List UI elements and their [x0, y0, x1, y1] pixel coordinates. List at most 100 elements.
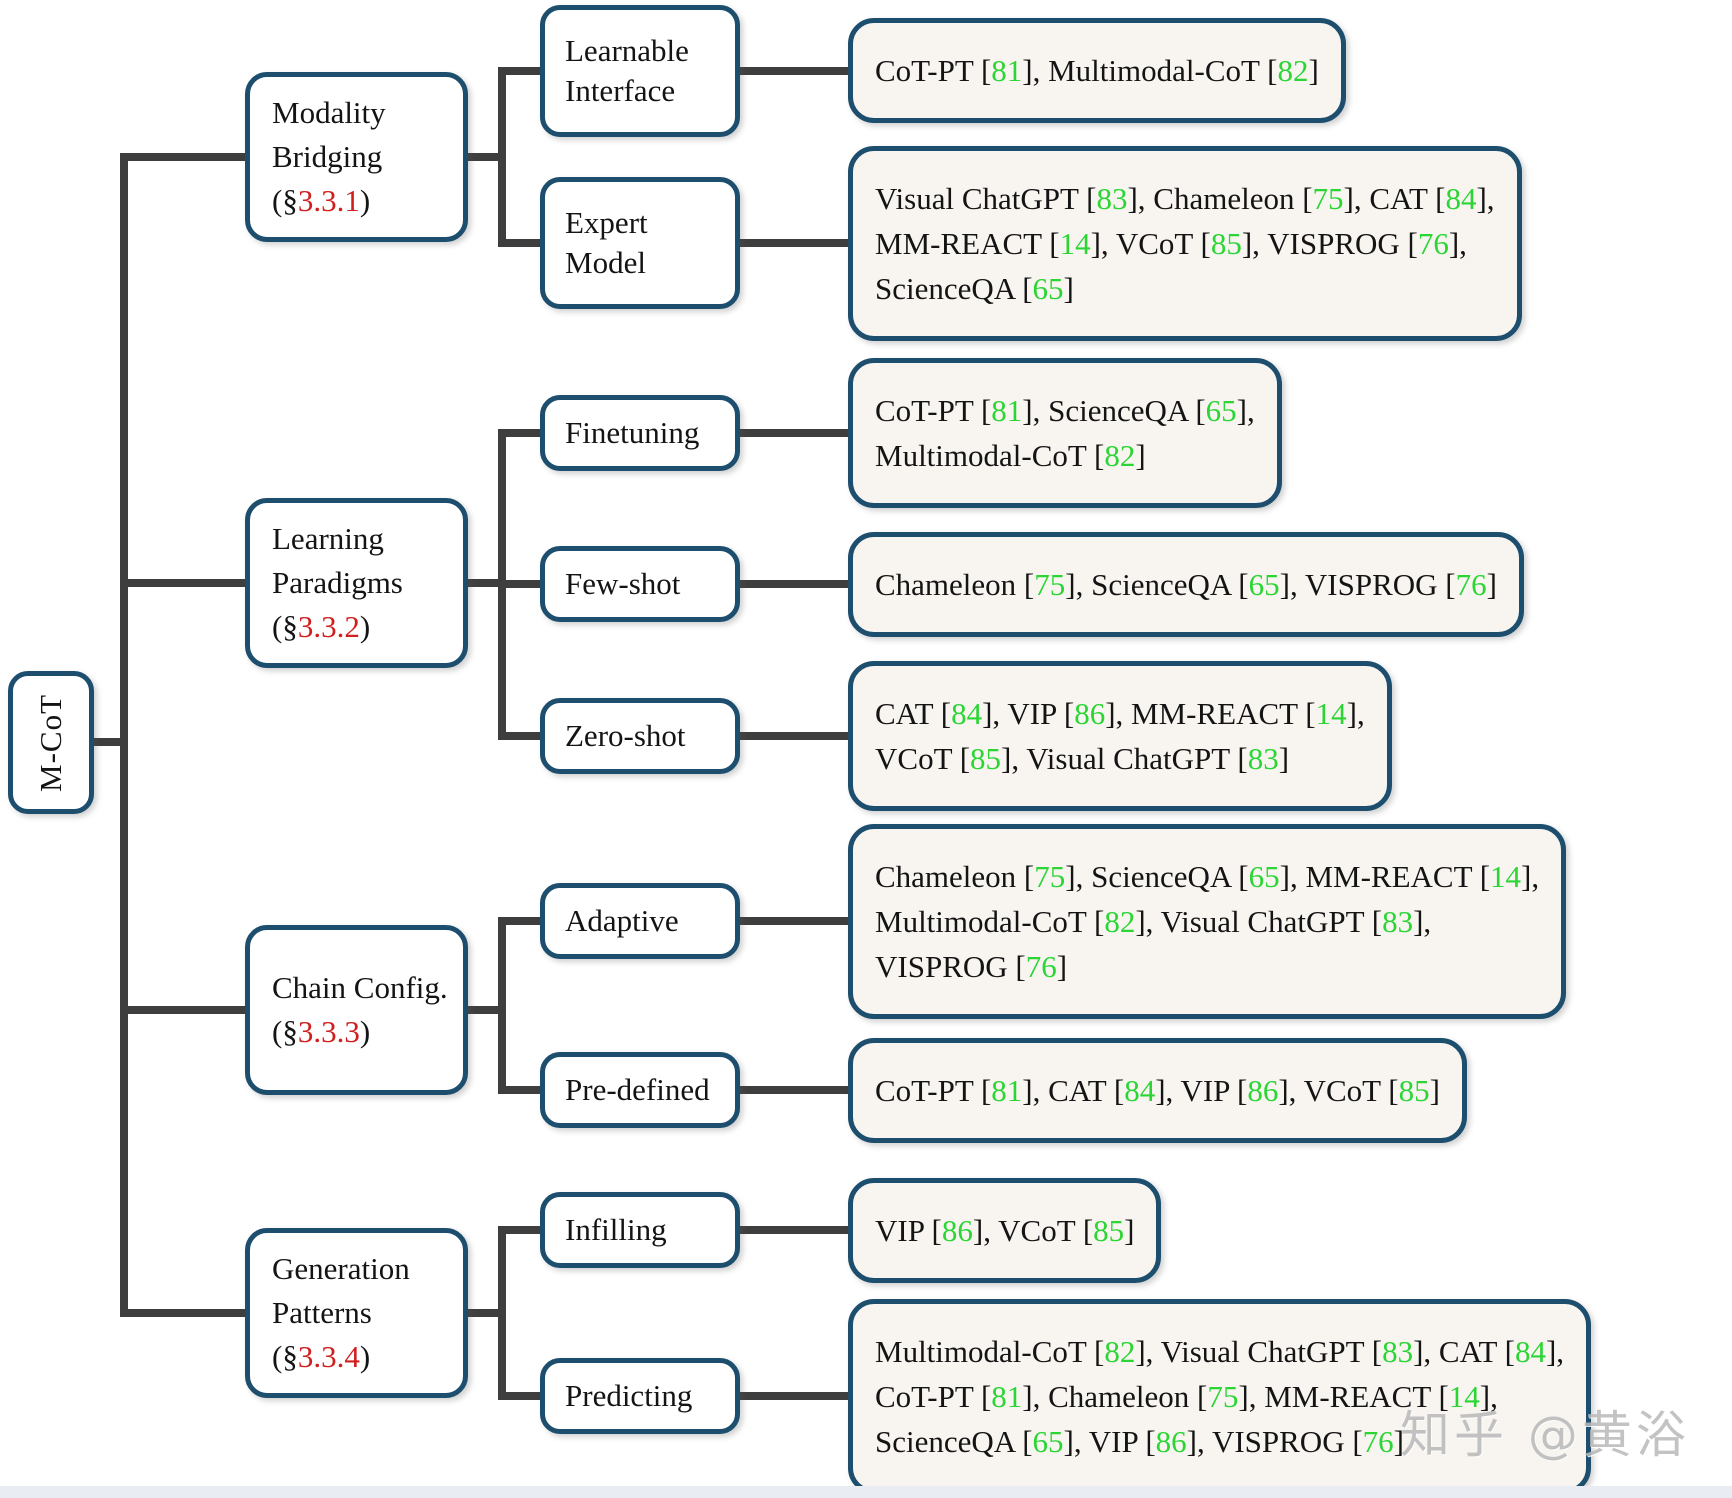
connector-line — [736, 1226, 852, 1234]
section-number: 3.3.3 — [297, 1014, 360, 1049]
child-label: Finetuning — [565, 415, 700, 450]
connector-line — [504, 1392, 544, 1400]
connector-line — [736, 917, 852, 925]
category-section: (§3.3.1) — [272, 183, 371, 218]
citation-ref: 84 — [1445, 181, 1477, 216]
citation-ref: 14 — [1059, 226, 1091, 261]
connector-line — [504, 239, 544, 247]
citation-ref: 83 — [1382, 1334, 1414, 1369]
citation-ref: 86 — [941, 1213, 973, 1248]
child-node-learnable-interface: Learnable Interface — [540, 5, 740, 137]
citation-ref: 65 — [1032, 271, 1064, 306]
citation-ref: 76 — [1455, 567, 1487, 602]
root-label: M-CoT — [33, 693, 68, 792]
citation-line: Chameleon [75], ScienceQA [65], MM-REACT… — [875, 859, 1540, 894]
connector-line — [736, 239, 852, 247]
citation-ref: 14 — [1448, 1379, 1480, 1414]
connector-line — [504, 67, 544, 75]
child-label: Expert Model — [565, 205, 648, 280]
citation-ref: 65 — [1032, 1424, 1064, 1459]
citation-line: ScienceQA [65] — [875, 271, 1074, 306]
citation-ref: 65 — [1248, 859, 1280, 894]
connector-line — [504, 917, 544, 925]
child-node-expert-model: Expert Model — [540, 177, 740, 309]
connector-line — [126, 1309, 248, 1317]
connector-line — [465, 153, 506, 161]
leaf-node-infilling-refs: VIP [86], VCoT [85] — [848, 1178, 1162, 1283]
citation-ref: 86 — [1247, 1073, 1279, 1108]
connector-line — [504, 1086, 544, 1094]
citation-ref: 65 — [1248, 567, 1280, 602]
child-label: Zero-shot — [565, 718, 686, 753]
page-bottom-strip — [0, 1486, 1732, 1498]
citation-line: MM-REACT [14], VCoT [85], VISPROG [76], — [875, 226, 1467, 261]
connector-line — [498, 67, 506, 247]
category-section: (§3.3.3) — [272, 1014, 371, 1049]
section-number: 3.3.2 — [297, 609, 360, 644]
category-node-modality-bridging: Modality Bridging (§3.3.1) — [245, 72, 468, 242]
citation-line: CoT-PT [81], ScienceQA [65], — [875, 393, 1255, 428]
citation-line: CoT-PT [81], CAT [84], VIP [86], VCoT [8… — [875, 1073, 1440, 1108]
citation-ref: 75 — [1034, 567, 1066, 602]
leaf-node-pre-defined-refs: CoT-PT [81], CAT [84], VIP [86], VCoT [8… — [848, 1038, 1467, 1143]
connector-line — [498, 1226, 506, 1400]
child-node-adaptive: Adaptive — [540, 883, 740, 959]
connector-line — [465, 1309, 506, 1317]
citation-line: CoT-PT [81], Chameleon [75], MM-REACT [1… — [875, 1379, 1498, 1414]
citation-ref: 84 — [1124, 1073, 1156, 1108]
connector-line — [126, 1006, 248, 1014]
citation-line: Multimodal-CoT [82], Visual ChatGPT [83]… — [875, 1334, 1565, 1369]
connector-line — [736, 1392, 852, 1400]
connector-line — [504, 732, 544, 740]
child-node-infilling: Infilling — [540, 1192, 740, 1268]
category-node-chain-config: Chain Config. (§3.3.3) — [245, 925, 468, 1095]
citation-ref: 81 — [991, 1379, 1023, 1414]
citation-line: Chameleon [75], ScienceQA [65], VISPROG … — [875, 567, 1497, 602]
connector-line — [465, 1006, 506, 1014]
connector-line — [498, 917, 506, 1094]
citation-ref: 86 — [1074, 696, 1106, 731]
category-section: (§3.3.2) — [272, 609, 371, 644]
citation-ref: 84 — [951, 696, 983, 731]
citation-ref: 82 — [1277, 53, 1309, 88]
connector-line — [126, 153, 248, 161]
citation-ref: 83 — [1382, 904, 1414, 939]
citation-ref: 85 — [1398, 1073, 1430, 1108]
connector-line — [504, 429, 544, 437]
category-node-generation-patterns: Generation Patterns (§3.3.4) — [245, 1228, 468, 1398]
citation-ref: 83 — [1096, 181, 1128, 216]
root-node-m-cot: M-CoT — [8, 671, 94, 814]
leaf-node-adaptive-refs: Chameleon [75], ScienceQA [65], MM-REACT… — [848, 824, 1567, 1019]
connector-line — [120, 153, 128, 1317]
citation-ref: 82 — [1104, 904, 1136, 939]
child-label: Pre-defined — [565, 1072, 710, 1107]
child-node-zero-shot: Zero-shot — [540, 698, 740, 774]
citation-line: ScienceQA [65], VIP [86], VISPROG [76] — [875, 1424, 1404, 1459]
child-label: Learnable Interface — [565, 33, 689, 108]
citation-ref: 76 — [1025, 949, 1057, 984]
child-label: Infilling — [565, 1212, 667, 1247]
citation-ref: 76 — [1362, 1424, 1394, 1459]
citation-ref: 81 — [991, 1073, 1023, 1108]
citation-ref: 14 — [1315, 696, 1347, 731]
citation-line: Visual ChatGPT [83], Chameleon [75], CAT… — [875, 181, 1495, 216]
citation-line: VISPROG [76] — [875, 949, 1068, 984]
child-label: Predicting — [565, 1378, 693, 1413]
citation-ref: 14 — [1490, 859, 1522, 894]
connector-line — [736, 67, 852, 75]
citation-ref: 65 — [1205, 393, 1237, 428]
section-number: 3.3.4 — [297, 1339, 360, 1374]
citation-line: Multimodal-CoT [82], Visual ChatGPT [83]… — [875, 904, 1432, 939]
connector-line — [736, 1086, 852, 1094]
citation-ref: 75 — [1034, 859, 1066, 894]
citation-ref: 75 — [1312, 181, 1344, 216]
citation-line: CoT-PT [81], Multimodal-CoT [82] — [875, 53, 1319, 88]
connector-line — [504, 1226, 544, 1234]
category-title: Learning Paradigms — [272, 521, 403, 600]
category-title: Chain Config. — [272, 970, 448, 1005]
citation-ref: 84 — [1514, 1334, 1546, 1369]
connector-line — [504, 580, 544, 588]
citation-ref: 81 — [991, 53, 1023, 88]
connector-line — [736, 580, 852, 588]
